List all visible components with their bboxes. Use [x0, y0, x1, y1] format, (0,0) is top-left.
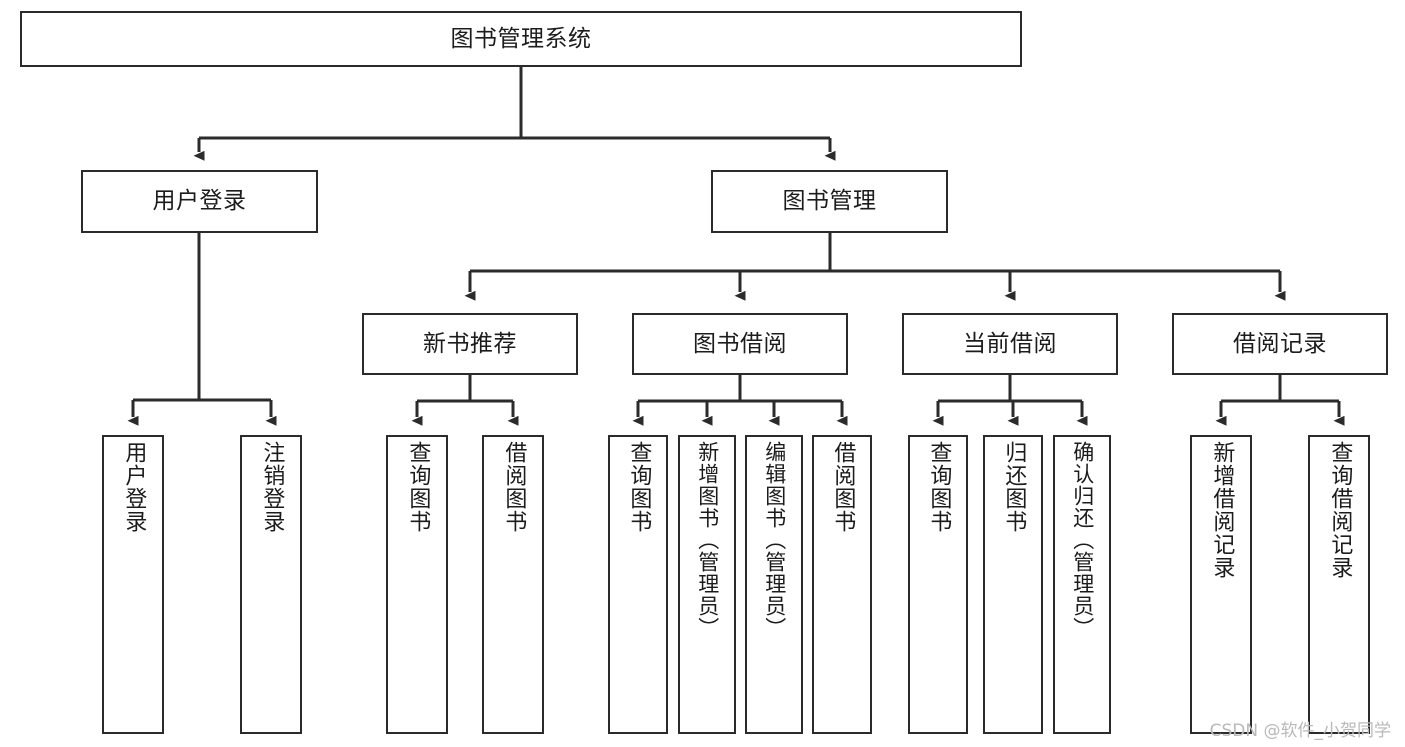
node-leaf-rec-add-record-label: 新增借阅记录 — [1209, 441, 1235, 579]
node-leaf-cur-confirm-return[interactable]: 确认归还（管理员） — [1053, 435, 1111, 734]
node-leaf-borrow-borrow-book-label: 借阅图书 — [830, 441, 856, 533]
node-root-label: 图书管理系统 — [450, 25, 592, 52]
node-leaf-borrow-query-book-label: 查询图书 — [626, 441, 652, 533]
node-book-borrow[interactable]: 图书借阅 — [632, 313, 848, 375]
node-root[interactable]: 图书管理系统 — [20, 11, 1022, 67]
node-leaf-user-logout-label: 注销登录 — [259, 441, 285, 533]
node-leaf-rec-query-book[interactable]: 查询图书 — [386, 435, 448, 734]
node-leaf-rec-add-record[interactable]: 新增借阅记录 — [1190, 435, 1252, 734]
node-borrow-record[interactable]: 借阅记录 — [1172, 313, 1388, 375]
node-leaf-borrow-query-book[interactable]: 查询图书 — [608, 435, 668, 734]
node-book-manage[interactable]: 图书管理 — [711, 170, 948, 233]
node-book-manage-label: 图书管理 — [782, 188, 877, 215]
node-leaf-user-login[interactable]: 用户登录 — [102, 435, 164, 734]
node-leaf-rec-borrow-book-label: 借阅图书 — [501, 441, 527, 533]
node-new-book-rec[interactable]: 新书推荐 — [362, 313, 578, 375]
node-current-borrow[interactable]: 当前借阅 — [902, 313, 1118, 375]
node-leaf-user-logout[interactable]: 注销登录 — [240, 435, 302, 734]
node-leaf-user-login-label: 用户登录 — [121, 441, 147, 533]
node-new-book-rec-label: 新书推荐 — [423, 330, 517, 357]
node-leaf-cur-confirm-return-label: 确认归还（管理员） — [1070, 441, 1095, 639]
node-leaf-borrow-edit-book[interactable]: 编辑图书（管理员） — [745, 435, 803, 734]
node-user-login-label: 用户登录 — [152, 188, 247, 215]
node-leaf-borrow-add-book[interactable]: 新增图书（管理员） — [678, 435, 736, 734]
node-leaf-cur-return-book-label: 归还图书 — [1001, 441, 1027, 533]
node-leaf-cur-query-book[interactable]: 查询图书 — [908, 435, 968, 734]
node-book-borrow-label: 图书借阅 — [693, 330, 787, 357]
node-leaf-cur-query-book-label: 查询图书 — [926, 441, 952, 533]
node-leaf-borrow-edit-book-label: 编辑图书（管理员） — [762, 441, 787, 639]
node-borrow-record-label: 借阅记录 — [1233, 330, 1327, 357]
node-leaf-borrow-borrow-book[interactable]: 借阅图书 — [812, 435, 872, 734]
node-user-login[interactable]: 用户登录 — [81, 170, 318, 233]
node-leaf-cur-return-book[interactable]: 归还图书 — [983, 435, 1043, 734]
node-leaf-rec-query-record[interactable]: 查询借阅记录 — [1308, 435, 1370, 734]
node-leaf-borrow-add-book-label: 新增图书（管理员） — [695, 441, 720, 639]
node-leaf-rec-query-book-label: 查询图书 — [405, 441, 431, 533]
node-leaf-rec-query-record-label: 查询借阅记录 — [1327, 441, 1353, 579]
node-leaf-rec-borrow-book[interactable]: 借阅图书 — [482, 435, 544, 734]
node-current-borrow-label: 当前借阅 — [963, 330, 1057, 357]
watermark-text: CSDN @软件_小贺同学 — [1209, 721, 1391, 741]
